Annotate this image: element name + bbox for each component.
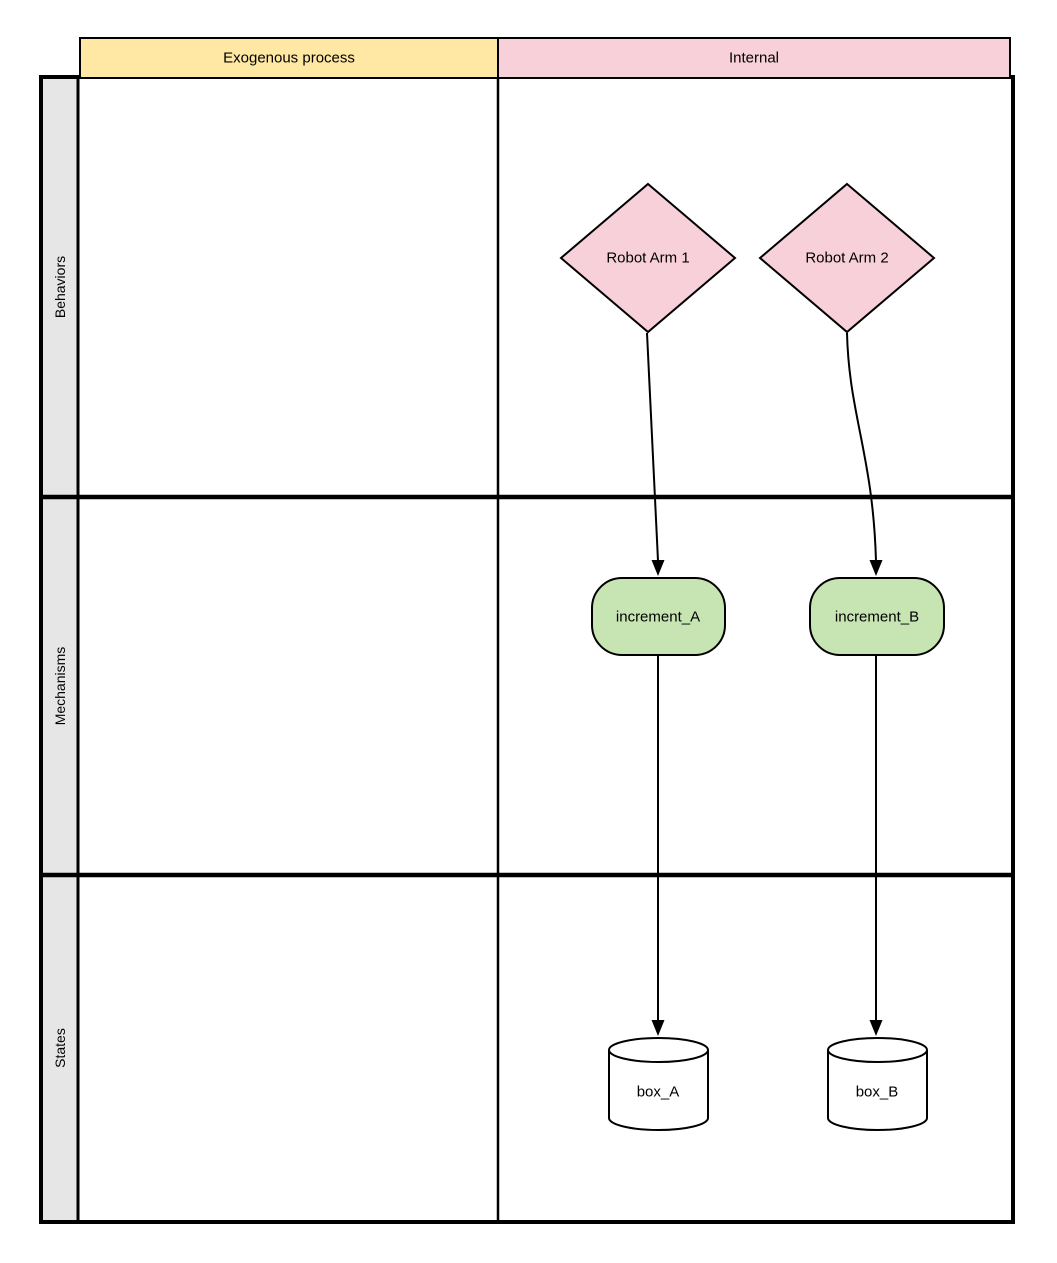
node-increment-a[interactable]: increment_A [591,577,726,656]
column-header-internal [497,37,1011,79]
lane-label-states: States [52,1028,68,1068]
node-increment-b[interactable]: increment_B [809,577,945,656]
connectors [646,332,883,1036]
node-label: increment_B [835,609,919,626]
cylinder-body[interactable] [827,1050,928,1131]
arrowhead-incrementA [651,560,665,576]
diagram-nodes: Robot Arm 1 Robot Arm 2 increment_A incr… [559,182,945,1131]
edge-robotarm2-incrementB [846,332,877,562]
column-header-internal-label: Internal [729,50,779,67]
diamond-shape[interactable] [758,182,936,334]
node-label: box_B [856,1084,899,1101]
node-box-a[interactable]: box_A [608,1037,709,1131]
cylinder-top[interactable] [827,1037,928,1063]
node-label: Robot Arm 1 [606,250,689,267]
edge-robotarm1-incrementA [646,332,659,562]
cylinder-top[interactable] [608,1037,709,1063]
arrowhead-boxB [869,1020,883,1036]
diamond-shape[interactable] [559,182,737,334]
node-robot-arm-2[interactable]: Robot Arm 2 [758,182,936,334]
swimlane-grid: Exogenous process Internal Behaviors Mec… [39,37,1015,1224]
cylinder-body[interactable] [608,1050,709,1131]
node-robot-arm-1[interactable]: Robot Arm 1 [559,182,737,334]
arrowhead-boxA [651,1020,665,1036]
arrowhead-incrementB [869,560,883,576]
rounded-rect-shape[interactable] [809,577,945,656]
lane-label-mechanisms: Mechanisms [52,647,68,726]
node-box-b[interactable]: box_B [827,1037,928,1131]
node-label: box_A [637,1084,680,1101]
lane-label-behaviors: Behaviors [52,256,68,318]
node-label: increment_A [616,609,700,626]
column-header-exogenous-label: Exogenous process [223,50,355,67]
node-label: Robot Arm 2 [805,250,888,267]
rounded-rect-shape[interactable] [591,577,726,656]
